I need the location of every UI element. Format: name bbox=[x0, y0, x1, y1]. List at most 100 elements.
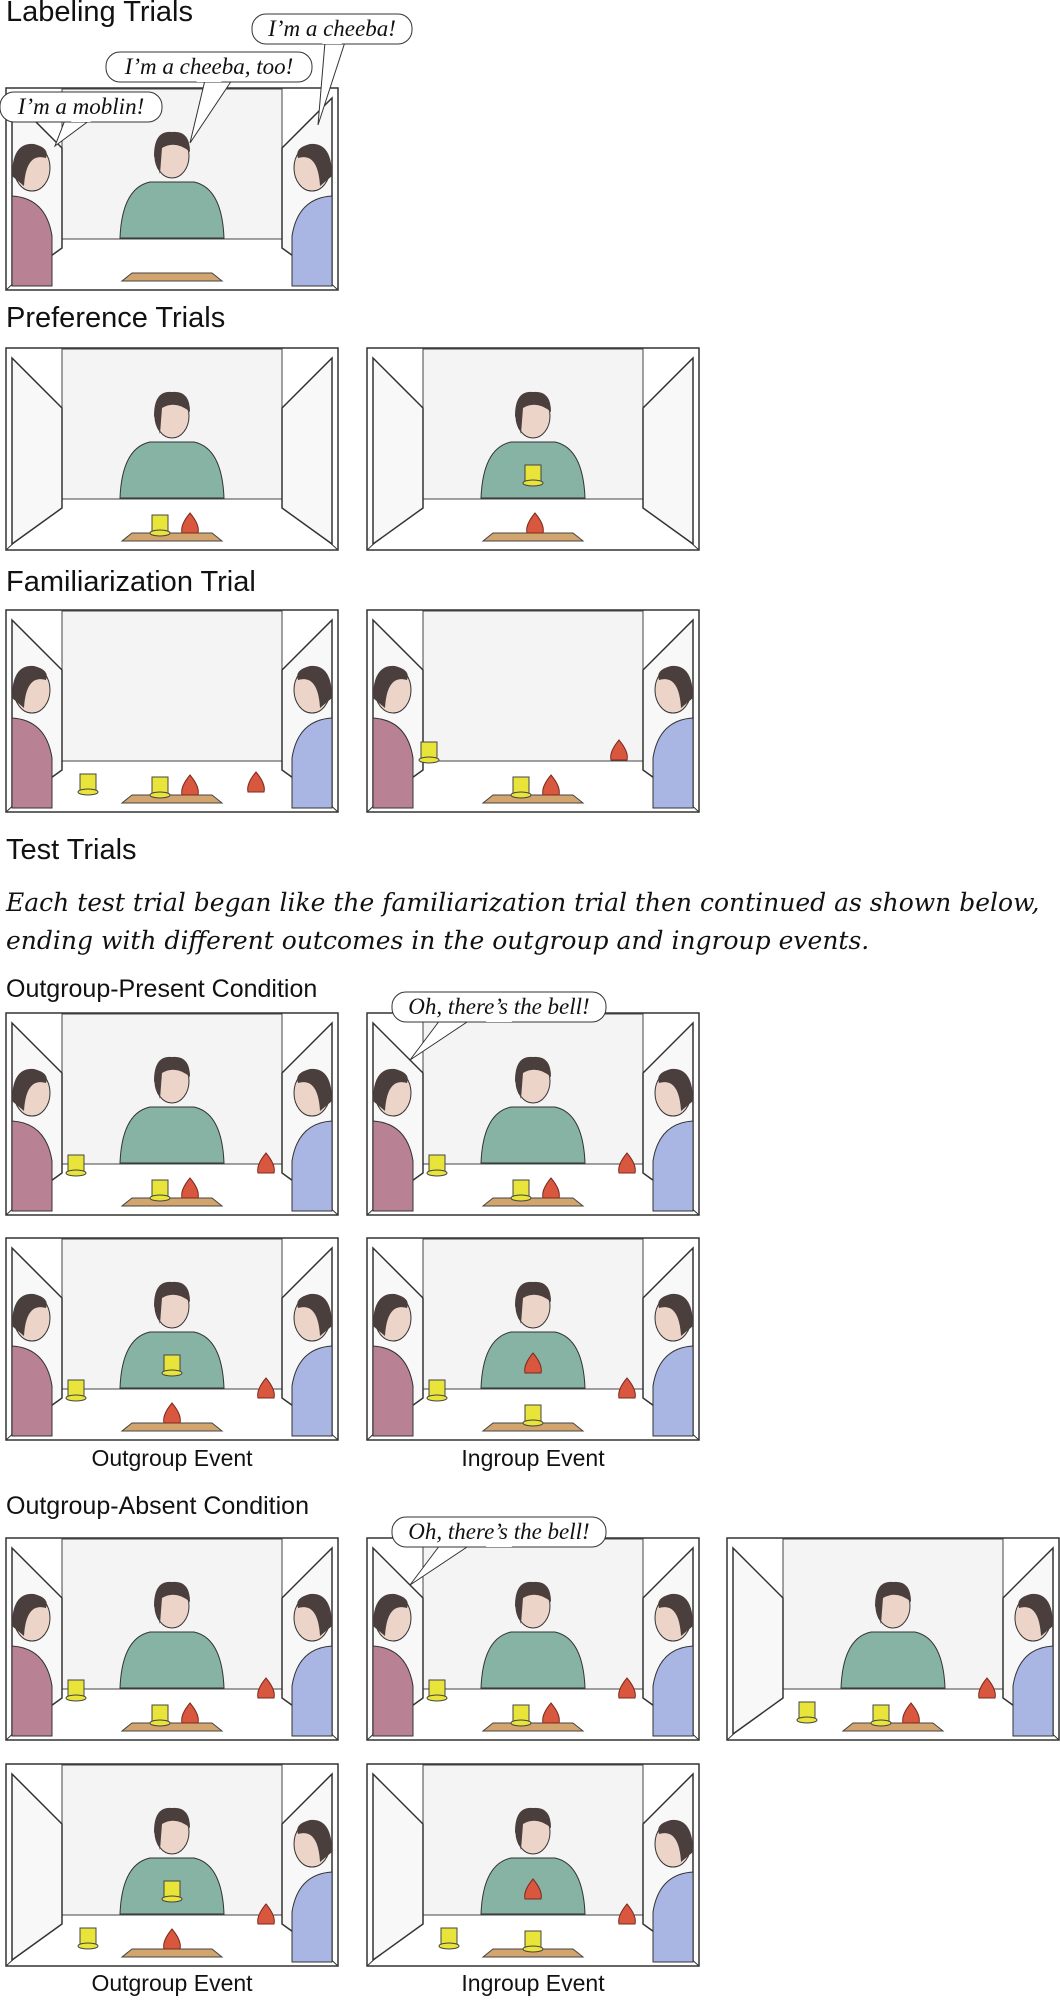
cup bbox=[522, 464, 544, 487]
cup bbox=[522, 1930, 544, 1953]
center-person bbox=[480, 1581, 586, 1689]
center-person bbox=[119, 391, 225, 499]
left-door bbox=[372, 1772, 424, 1962]
hair bbox=[373, 1293, 408, 1336]
torso bbox=[119, 1106, 225, 1164]
hair bbox=[154, 131, 190, 174]
panel-oa-1 bbox=[5, 1537, 339, 1741]
torso bbox=[11, 1120, 53, 1212]
right-person bbox=[291, 665, 333, 809]
back-wall bbox=[422, 610, 644, 762]
panel-oa-ingroup-event bbox=[366, 1763, 700, 1967]
tray bbox=[120, 1422, 224, 1432]
caption-ingroup-event: Ingroup Event bbox=[461, 1445, 605, 1471]
strawberry bbox=[181, 1177, 199, 1199]
hair bbox=[154, 1807, 190, 1850]
strawberry bbox=[526, 512, 544, 534]
hair bbox=[297, 143, 332, 186]
strawberry bbox=[978, 1677, 996, 1699]
right-door bbox=[281, 356, 333, 546]
cup-base bbox=[149, 791, 171, 799]
panel-op-2 bbox=[366, 1012, 700, 1216]
left-door bbox=[11, 1772, 63, 1962]
strawberry bbox=[618, 1152, 636, 1174]
cup-base bbox=[426, 1169, 448, 1177]
cup-base bbox=[796, 1716, 818, 1724]
tray bbox=[481, 1197, 585, 1207]
cup bbox=[161, 1354, 183, 1377]
strawberry bbox=[247, 771, 265, 793]
tray bbox=[841, 1722, 945, 1732]
hair bbox=[373, 1068, 408, 1111]
cup-base bbox=[161, 1369, 183, 1377]
torso bbox=[652, 1345, 694, 1437]
speech-text: Oh, there’s the bell! bbox=[408, 994, 589, 1019]
torso bbox=[11, 195, 53, 287]
panel-op-1 bbox=[5, 1012, 339, 1216]
hair bbox=[12, 665, 47, 708]
torso bbox=[840, 1631, 946, 1689]
panel-oa-3 bbox=[726, 1537, 1060, 1741]
hair bbox=[12, 143, 47, 186]
panel-familiarization-2 bbox=[366, 609, 700, 813]
left-person bbox=[372, 1068, 414, 1212]
right-person bbox=[652, 1293, 694, 1437]
left-person bbox=[11, 1068, 53, 1212]
cup bbox=[510, 1704, 532, 1727]
cup-base bbox=[418, 756, 440, 764]
left-person bbox=[372, 665, 414, 809]
right-person bbox=[1012, 1593, 1054, 1737]
strawberry bbox=[181, 1702, 199, 1724]
tray bbox=[120, 272, 224, 282]
torso bbox=[11, 1345, 53, 1437]
strawberry bbox=[542, 1177, 560, 1199]
bubble-mask bbox=[486, 1018, 512, 1022]
bubble-mask bbox=[322, 40, 342, 44]
cup bbox=[149, 1704, 171, 1727]
bubble-cheeba-too: I’m a cheeba, too! bbox=[105, 51, 313, 144]
torso bbox=[372, 1345, 414, 1437]
cup-base bbox=[149, 1194, 171, 1202]
torso bbox=[291, 717, 333, 809]
strawberry bbox=[542, 1702, 560, 1724]
hair bbox=[515, 1056, 551, 1099]
strawberry bbox=[902, 1702, 920, 1724]
panel-preference-1 bbox=[5, 347, 339, 551]
torso bbox=[652, 1871, 694, 1963]
hair bbox=[297, 1293, 332, 1336]
center-person bbox=[840, 1581, 946, 1689]
right-person bbox=[652, 665, 694, 809]
left-person bbox=[372, 1293, 414, 1437]
torso bbox=[11, 1645, 53, 1737]
hair bbox=[12, 1293, 47, 1336]
cup bbox=[438, 1927, 460, 1950]
torso bbox=[480, 1106, 586, 1164]
cup bbox=[65, 1679, 87, 1702]
hair bbox=[297, 1819, 332, 1862]
right-person bbox=[652, 1068, 694, 1212]
heading-preference-trials: Preference Trials bbox=[6, 302, 226, 334]
cup bbox=[65, 1154, 87, 1177]
torso bbox=[480, 1631, 586, 1689]
right-person bbox=[291, 143, 333, 287]
bubble-cheeba: I’m a cheeba! bbox=[251, 13, 413, 126]
strawberry bbox=[163, 1402, 181, 1424]
hair bbox=[515, 391, 551, 434]
center-person bbox=[119, 131, 225, 239]
tray bbox=[120, 532, 224, 542]
hair bbox=[154, 1581, 190, 1624]
bubble-mask bbox=[486, 1543, 512, 1547]
cup bbox=[149, 1179, 171, 1202]
heading-test-trials: Test Trials bbox=[6, 834, 137, 866]
cup bbox=[426, 1379, 448, 1402]
back-wall bbox=[61, 610, 283, 762]
left-person bbox=[11, 665, 53, 809]
hair bbox=[658, 1293, 693, 1336]
torso bbox=[291, 1120, 333, 1212]
speech-text: I’m a cheeba, too! bbox=[124, 54, 294, 79]
hair bbox=[658, 1819, 693, 1862]
right-person bbox=[652, 1593, 694, 1737]
torso bbox=[119, 441, 225, 499]
panel-op-ingroup-event bbox=[366, 1237, 700, 1441]
right-person bbox=[291, 1293, 333, 1437]
